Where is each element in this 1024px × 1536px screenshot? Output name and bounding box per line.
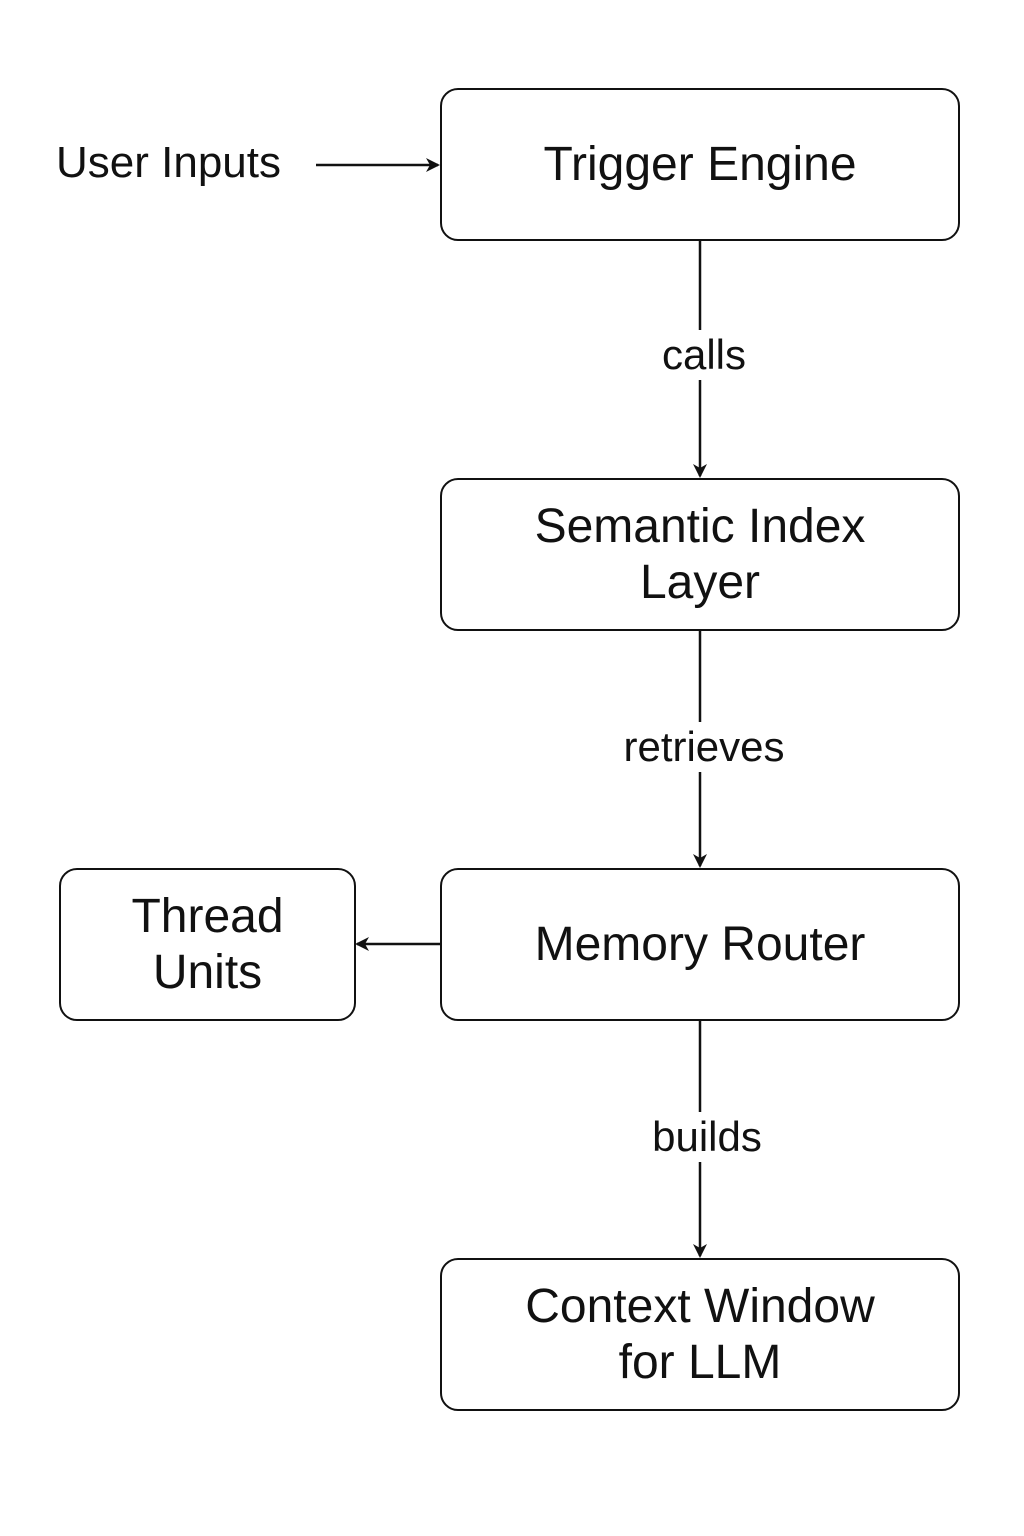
context-window-label-line1: Context Window — [525, 1279, 875, 1333]
semantic-index-layer-node[interactable]: Semantic Index Layer — [440, 478, 960, 631]
semantic-index-label-line2: Layer — [639, 555, 761, 609]
memory-router-label: Memory Router — [534, 917, 866, 971]
user-inputs-label: User Inputs — [56, 138, 281, 187]
thread-units-label-line2: Units — [152, 945, 263, 999]
edge-label-builds: builds — [628, 1112, 786, 1162]
memory-router-node[interactable]: Memory Router — [440, 868, 960, 1021]
thread-units-node[interactable]: Thread Units — [59, 868, 356, 1021]
semantic-index-label-line1: Semantic Index — [534, 499, 866, 553]
edge-label-calls: calls — [640, 330, 768, 380]
thread-units-label-line1: Thread — [131, 889, 284, 943]
edge-label-retrieves: retrieves — [595, 722, 813, 772]
trigger-engine-label: Trigger Engine — [543, 137, 857, 191]
context-window-label-line2: for LLM — [618, 1335, 782, 1389]
context-window-node[interactable]: Context Window for LLM — [440, 1258, 960, 1411]
trigger-engine-node[interactable]: Trigger Engine — [440, 88, 960, 241]
